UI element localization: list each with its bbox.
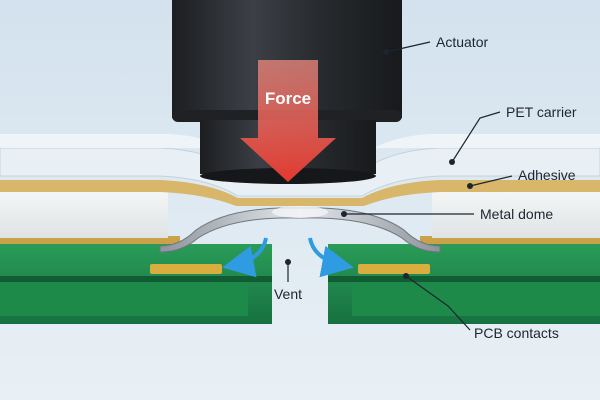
- dot-pet-carrier: [449, 159, 455, 165]
- leader-actuator: [385, 41, 431, 53]
- pcb-left-layer: [0, 276, 272, 282]
- force-arrow: [240, 60, 336, 182]
- label-adhesive: Adhesive: [518, 167, 576, 183]
- spacer-right: [432, 192, 600, 238]
- dot-vent: [285, 259, 291, 265]
- leader-pet-carrier: [451, 111, 501, 163]
- pcb-left-lower: [0, 282, 248, 316]
- leader-adhesive: [469, 175, 513, 187]
- pcb-right-lower: [352, 282, 600, 316]
- adhesive-bottom-left: [0, 236, 180, 244]
- adhesive-bottom-right: [420, 236, 600, 244]
- label-vent: Vent: [274, 286, 302, 302]
- contact-left: [150, 264, 222, 274]
- pet-carrier-top: [0, 134, 600, 150]
- leader-dots: [285, 49, 473, 279]
- label-metal-dome: Metal dome: [480, 206, 553, 222]
- force-label: Force: [265, 89, 311, 108]
- dome-highlight: [272, 206, 328, 218]
- leader-lines: [287, 41, 513, 331]
- dot-metal-dome: [341, 211, 347, 217]
- spacer-left: [0, 192, 168, 238]
- vent-arrow-right: [308, 237, 354, 278]
- dot-pcb-contacts: [403, 273, 409, 279]
- pcb-right-layer: [328, 276, 600, 282]
- spacer-layer: [0, 192, 600, 238]
- contact-right: [358, 264, 430, 274]
- label-actuator: Actuator: [436, 34, 488, 50]
- dot-actuator: [383, 49, 389, 55]
- leader-pcb-contacts: [405, 275, 471, 331]
- dot-adhesive: [467, 183, 473, 189]
- label-pet-carrier: PET carrier: [506, 104, 577, 120]
- label-pcb-contacts: PCB contacts: [474, 325, 559, 341]
- vent-arrow-left: [222, 237, 268, 278]
- metal-dome: [159, 207, 441, 253]
- adhesive-layer: [0, 180, 600, 206]
- pcb-contacts: [0, 236, 600, 274]
